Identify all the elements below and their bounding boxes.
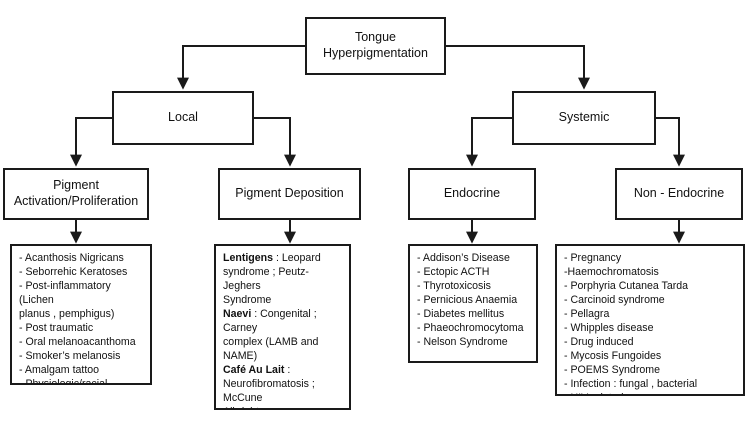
list-item: - Post traumatic xyxy=(19,322,143,336)
edge-root-to-local xyxy=(177,45,305,90)
list-item: Café Au Lait : xyxy=(223,364,342,378)
listbox-pigment-activation: - Acanthosis Nigricans- Seborrehic Kerat… xyxy=(10,244,152,385)
list-item: - Mycosis Fungoides xyxy=(564,350,736,364)
list-item: planus , pemphigus) xyxy=(19,308,143,322)
list-item-text: - Addison’s Disease xyxy=(417,252,510,264)
list-item: complex (LAMB and NAME) xyxy=(223,336,342,364)
list-item-text: - Porphyria Cutanea Tarda xyxy=(564,279,689,292)
list-item: - Amalgam tattoo xyxy=(19,364,143,378)
list-item-text: - Pernicious Anaemia xyxy=(417,293,518,306)
list-item-text: - Post-inflammatory (Lichen xyxy=(19,279,114,306)
list-item: Lentigens : Leopard xyxy=(223,252,342,266)
list-item-text: - Oral melanoacanthoma xyxy=(19,335,136,348)
list-item: - Oral melanoacanthoma xyxy=(19,336,143,350)
list-item: - Porphyria Cutanea Tarda xyxy=(564,280,736,294)
list-item-text: - Carcinoid syndrome xyxy=(564,293,665,306)
list-item-text: - Thyrotoxicosis xyxy=(417,279,491,292)
list-item-lead: Café Au Lait xyxy=(223,363,285,376)
list-item-text: - Phaeochromocytoma xyxy=(417,321,524,334)
node-non-endocrine[interactable]: Non - Endocrine xyxy=(615,168,743,220)
list-item: - Phaeochromocytoma xyxy=(417,322,529,336)
list-item-text: - Seborrehic Keratoses xyxy=(19,265,128,278)
node-pigment-activation-proliferation[interactable]: Pigment Activation/Proliferation xyxy=(3,168,149,220)
list-item-text: - Diabetes mellitus xyxy=(417,307,505,320)
edge-systemic-to-endocrine xyxy=(466,117,512,167)
list-item-text: - Post traumatic xyxy=(19,321,94,334)
edge-root-to-systemic xyxy=(445,45,590,90)
list-item: - Pernicious Anaemia xyxy=(417,294,529,308)
list-item: - Drug induced xyxy=(564,336,736,350)
list-item-text: - Smoker’s melanosis xyxy=(19,349,121,362)
list-item: - Infection : fungal , bacterial xyxy=(564,378,736,392)
list-item: Syndrome xyxy=(223,294,342,308)
list-item-text: : Congenital ; Carney xyxy=(223,307,320,334)
list-item: - Whipples disease xyxy=(564,322,736,336)
list-item-text: - Mycosis Fungoides xyxy=(564,349,662,362)
list-item-text: - POEMS Syndrome xyxy=(564,363,660,376)
list-item: - POEMS Syndrome xyxy=(564,364,736,378)
list-item-text: - Pregnancy xyxy=(564,252,622,264)
list-item-text: - Ectopic ACTH xyxy=(417,265,490,278)
edge-local-to-pigment-activation xyxy=(70,117,112,167)
list-item-text: - Amalgam tattoo xyxy=(19,363,100,376)
list-item-text: Albright xyxy=(223,406,259,408)
list-item: - Pregnancy xyxy=(564,252,736,266)
list-item-text: - Drug induced xyxy=(564,335,634,348)
list-item-text: - Infection : fungal , bacterial xyxy=(564,377,698,390)
list-item-text: planus , pemphigus) xyxy=(19,307,115,320)
edge-local-to-pigment-deposition xyxy=(253,117,296,167)
list-item-text: Syndrome xyxy=(223,293,272,306)
edge-systemic-to-non-endocrine xyxy=(655,117,685,167)
list-item-text: syndrome ; Peutz-Jeghers xyxy=(223,265,309,292)
list-item-text: Neurofibromatosis ; McCune xyxy=(223,377,318,404)
list-item: - Pellagra xyxy=(564,308,736,322)
listbox-endocrine: - Addison’s Disease- Ectopic ACTH- Thyro… xyxy=(408,244,538,363)
list-item: - Acanthosis Nigricans xyxy=(19,252,143,266)
listbox-non-endocrine: - Pregnancy-Haemochromatosis- Porphyria … xyxy=(555,244,745,396)
list-item-text: complex (LAMB and NAME) xyxy=(223,335,322,362)
list-item: - Diabetes mellitus xyxy=(417,308,529,322)
list-item: Naevi : Congenital ; Carney xyxy=(223,308,342,336)
node-pigment-deposition[interactable]: Pigment Deposition xyxy=(218,168,361,220)
list-item: - Ectopic ACTH xyxy=(417,266,529,280)
list-item-lead: Lentigens xyxy=(223,252,274,264)
list-item: - Smoker’s melanosis xyxy=(19,350,143,364)
list-item-text: - Pellagra xyxy=(564,307,610,320)
node-local[interactable]: Local xyxy=(112,91,254,145)
list-item: syndrome ; Peutz-Jeghers xyxy=(223,266,342,294)
list-item-lead: Naevi xyxy=(223,307,252,320)
list-item-text: -Haemochromatosis xyxy=(564,265,659,278)
list-item-text: - Physiologic/racial xyxy=(19,377,108,385)
node-endocrine[interactable]: Endocrine xyxy=(408,168,536,220)
list-item-text: : Leopard xyxy=(273,252,321,264)
list-item: - Nelson Syndrome xyxy=(417,336,529,350)
list-item-text: - Whipples disease xyxy=(564,321,654,334)
list-item-text: - Nelson Syndrome xyxy=(417,335,508,348)
list-item-text: - HIV related xyxy=(564,392,623,394)
list-item: Albright xyxy=(223,406,342,408)
list-item: - Addison’s Disease xyxy=(417,252,529,266)
list-item-text: - Acanthosis Nigricans xyxy=(19,252,124,264)
list-item: - HIV related xyxy=(564,392,736,394)
list-item: - Physiologic/racial xyxy=(19,377,143,385)
list-item: - Thyrotoxicosis xyxy=(417,280,529,294)
list-item-text: : xyxy=(284,363,291,376)
list-item: Neurofibromatosis ; McCune xyxy=(223,378,342,406)
list-item: -Haemochromatosis xyxy=(564,266,736,280)
list-item: - Seborrehic Keratoses xyxy=(19,266,143,280)
list-item: - Carcinoid syndrome xyxy=(564,294,736,308)
node-root-tongue-hyperpigmentation[interactable]: Tongue Hyperpigmentation xyxy=(305,17,446,75)
node-systemic[interactable]: Systemic xyxy=(512,91,656,145)
list-item: - Post-inflammatory (Lichen xyxy=(19,280,143,308)
